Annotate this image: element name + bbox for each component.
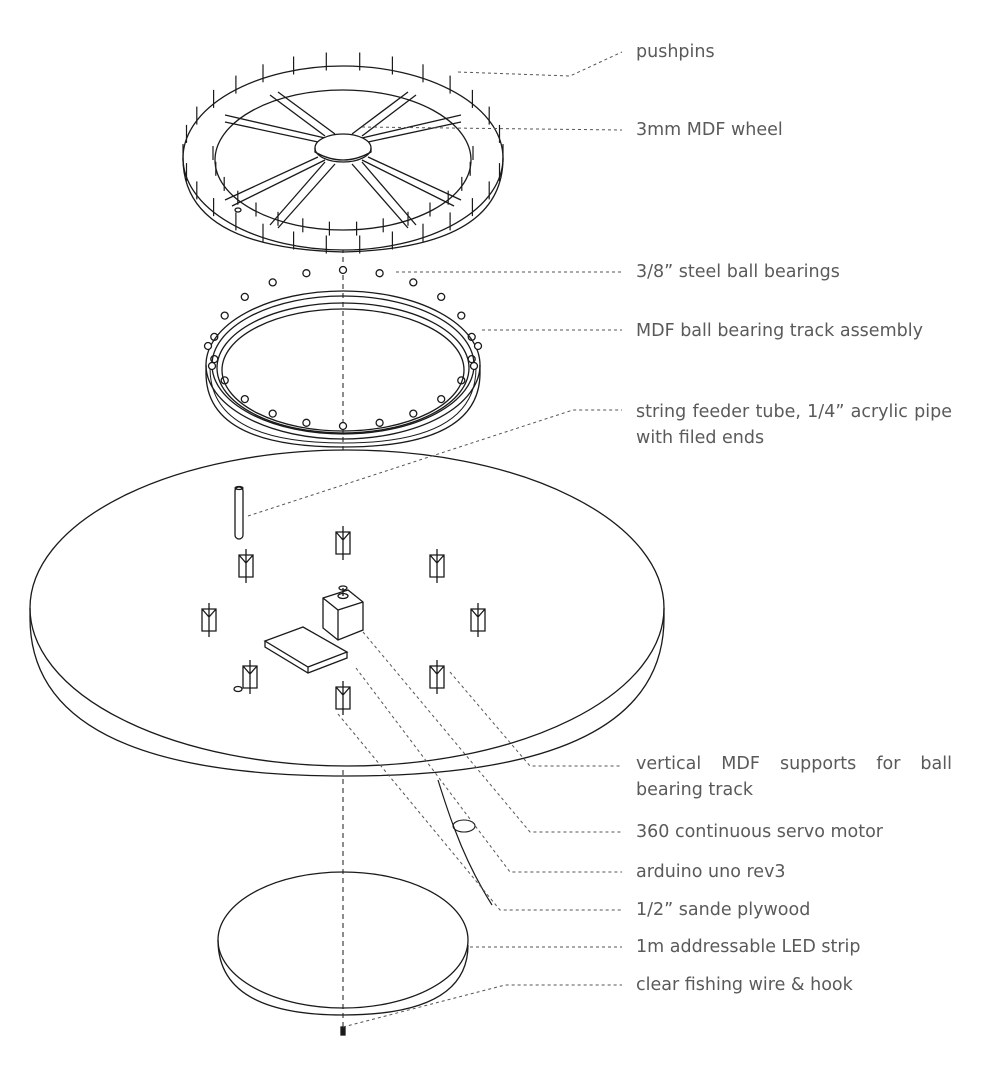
arduino-board bbox=[263, 626, 349, 674]
mdf-wheel bbox=[182, 65, 504, 253]
ball-bearing bbox=[409, 409, 418, 418]
led-strip-ring bbox=[217, 871, 469, 1016]
ball-bearing bbox=[302, 418, 311, 427]
mdf-support bbox=[429, 660, 445, 694]
ball-bearing bbox=[268, 409, 277, 418]
mdf-support bbox=[429, 549, 445, 583]
mdf-support bbox=[335, 681, 351, 715]
mdf-support bbox=[238, 549, 254, 583]
label-arduino: arduino uno rev3 bbox=[636, 862, 786, 882]
label-feeder-tube: string feeder tube, 1/4” acrylic pipe wi… bbox=[636, 402, 952, 448]
ball-bearing bbox=[338, 421, 348, 431]
led-wire bbox=[437, 779, 493, 906]
ball-bearing bbox=[338, 265, 348, 275]
ball-bearing bbox=[409, 278, 418, 287]
ball-bearing bbox=[457, 311, 466, 320]
ball-bearing bbox=[220, 311, 229, 320]
ball-bearing bbox=[375, 418, 384, 427]
label-ball-bearings: 3/8” steel ball bearings bbox=[636, 262, 840, 282]
pushpins bbox=[182, 52, 504, 254]
label-servo: 360 continuous servo motor bbox=[636, 822, 883, 842]
mdf-support bbox=[201, 603, 217, 637]
vertical-supports bbox=[201, 526, 486, 715]
label-led-strip: 1m addressable LED strip bbox=[636, 937, 861, 957]
ball-bearing bbox=[240, 394, 249, 404]
label-plywood: 1/2” sande plywood bbox=[636, 900, 811, 920]
servo-motor bbox=[322, 585, 364, 641]
label-wheel: 3mm MDF wheel bbox=[636, 120, 783, 140]
mdf-support bbox=[335, 526, 351, 560]
label-fishing-wire: clear fishing wire & hook bbox=[636, 975, 853, 995]
ball-bearing bbox=[302, 269, 311, 278]
mdf-support bbox=[470, 603, 486, 637]
label-track: MDF ball bearing track assembly bbox=[636, 321, 923, 341]
ball-bearing bbox=[437, 292, 446, 302]
ball-bearing bbox=[240, 292, 249, 302]
bearing-track-assembly bbox=[203, 290, 483, 448]
ball-bearing bbox=[268, 278, 277, 287]
leader-lines bbox=[247, 51, 623, 1028]
hook bbox=[340, 1026, 346, 1036]
label-pushpins: pushpins bbox=[636, 42, 715, 62]
ball-bearing bbox=[437, 394, 446, 404]
mdf-support bbox=[242, 660, 258, 694]
ball-bearing bbox=[375, 269, 384, 278]
feeder-tube bbox=[234, 485, 244, 540]
label-supports: vertical MDF supports for ball bearing t… bbox=[636, 754, 952, 800]
